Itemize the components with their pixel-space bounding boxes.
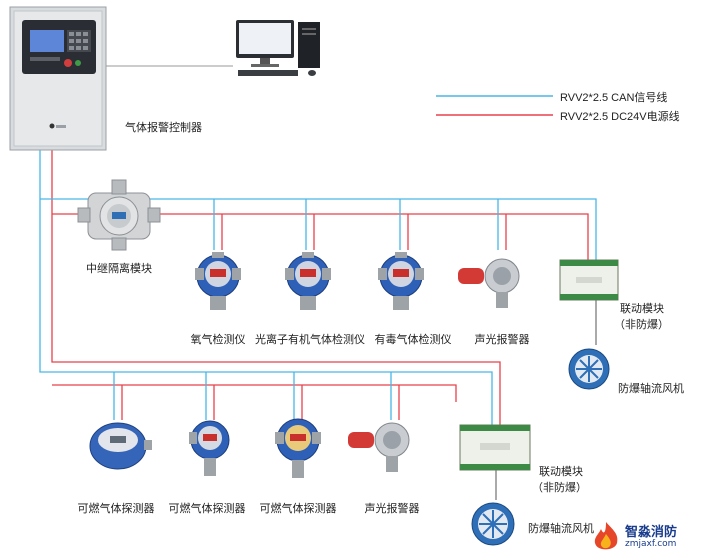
watermark: 智淼消防 zmjaxf.com bbox=[589, 518, 699, 556]
sound-light-alarm-label-1: 声光报警器 bbox=[474, 333, 530, 346]
pid-detector-label: 光离子有机气体检测仪 bbox=[255, 333, 365, 346]
sound-light-alarm-device-2 bbox=[348, 422, 410, 472]
combustible-detector-device-3 bbox=[275, 418, 321, 478]
combustible-detector-device-2 bbox=[189, 420, 230, 476]
toxic-detector-label: 有毒气体检测仪 bbox=[374, 333, 452, 346]
legend-power-line-label: RVV2*2.5 DC24V电源线 bbox=[560, 111, 680, 123]
watermark-url: zmjaxf.com bbox=[625, 539, 677, 549]
oxygen-detector-device bbox=[195, 252, 241, 310]
linkage-module-device-2 bbox=[459, 424, 531, 471]
oxygen-detector-label: 氧气检测仪 bbox=[190, 333, 246, 346]
axial-fan-device-2 bbox=[471, 502, 515, 546]
combustible-detector-label-2: 可燃气体探测器 bbox=[168, 502, 246, 515]
toxic-gas-detector-device bbox=[378, 252, 424, 310]
wiring bbox=[39, 65, 597, 500]
computer-workstation bbox=[236, 20, 320, 76]
linkage-module-label-2: 联动模块 bbox=[539, 465, 583, 478]
linkage-module-device-1 bbox=[559, 259, 619, 301]
linkage-note-label-2: （非防爆） bbox=[532, 481, 587, 494]
axial-fan-device-1 bbox=[568, 348, 610, 390]
combustible-detector-label-1: 可燃气体探测器 bbox=[77, 502, 155, 515]
combustible-detector-device-1 bbox=[89, 422, 152, 470]
linkage-module-label-1: 联动模块 bbox=[620, 302, 664, 315]
sound-light-alarm-label-2: 声光报警器 bbox=[364, 502, 420, 515]
linkage-note-label-1: （非防爆） bbox=[614, 318, 669, 331]
sound-light-alarm-device-1 bbox=[458, 258, 520, 308]
controller-label: 气体报警控制器 bbox=[125, 121, 202, 134]
fan-label-1: 防爆轴流风机 bbox=[618, 382, 684, 395]
isolation-module-device bbox=[77, 179, 161, 251]
isolation-module-label: 中继隔离模块 bbox=[86, 262, 152, 275]
gas-alarm-controller bbox=[9, 6, 107, 151]
combustible-detector-label-3: 可燃气体探测器 bbox=[259, 502, 337, 515]
watermark-name: 智淼消防 bbox=[625, 525, 678, 540]
legend-signal-line-label: RVV2*2.5 CAN信号线 bbox=[560, 92, 668, 104]
pid-detector-device bbox=[285, 252, 331, 310]
flame-logo-icon bbox=[594, 522, 618, 550]
fan-label-2: 防爆轴流风机 bbox=[528, 522, 594, 535]
